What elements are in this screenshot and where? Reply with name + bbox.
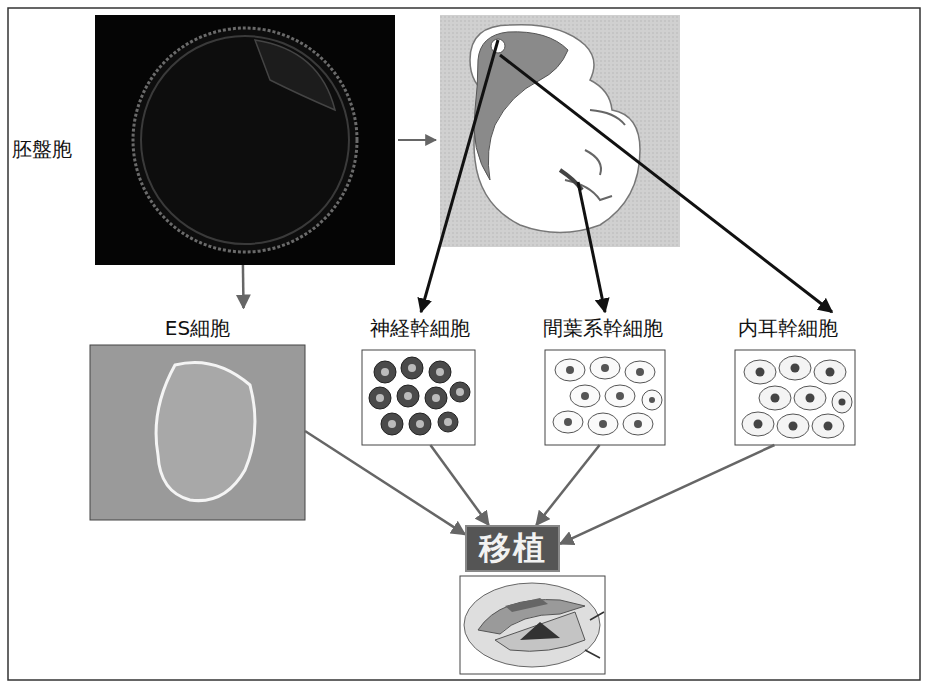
neural-cells [362,350,475,445]
arrow [421,40,498,312]
embryo-illustration [440,15,680,247]
connector-arrow [305,431,465,534]
arrow [500,55,832,312]
cell-label: ES細胞 [90,316,305,340]
image-node: 内耳幹細胞 [715,308,860,445]
cell-label: 間葉系幹細胞 [530,316,675,340]
es-cell-image [90,345,305,520]
connector-arrow [560,445,774,544]
inner-ear-cells [735,350,855,445]
blastocyst-image [95,15,395,265]
connector-arrow [536,445,599,525]
outer-frame [8,8,920,680]
cell-label: 内耳幹細胞 [715,316,860,340]
cochlea-illustration [460,576,605,674]
cell-label: 神経幹細胞 [355,316,485,340]
transplant-label: 移植 [479,529,547,567]
image-node: 間葉系幹細胞 [530,308,675,445]
arrow [398,139,436,141]
image-node: 胚盤胞 [10,15,395,265]
cell-label: 胚盤胞 [12,137,72,161]
mesenchymal-cells [545,350,665,445]
connector-arrow [430,445,488,525]
image-node: 神経幹細胞 [355,308,485,445]
image-node: ES細胞 [90,308,305,520]
connector-arrow [242,265,245,308]
transplant-box: 移植 [465,525,560,572]
arrow [578,182,605,312]
